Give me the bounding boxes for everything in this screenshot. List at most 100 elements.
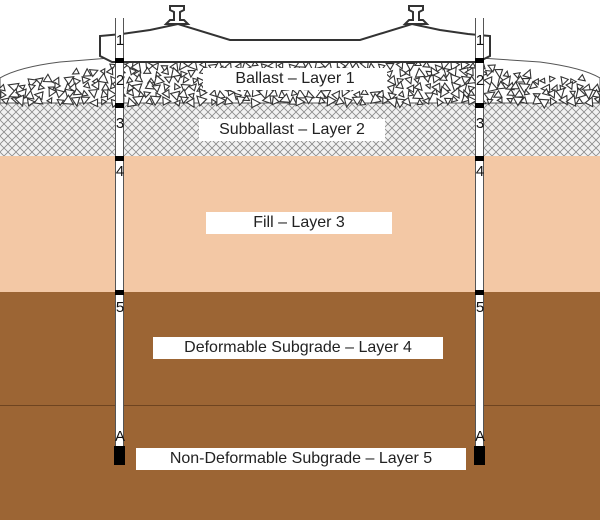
ballast-stone — [243, 89, 252, 97]
ballast-stone — [110, 75, 119, 86]
ballast-stone — [149, 95, 162, 107]
ballast-stone — [584, 95, 594, 108]
ballast-stone — [532, 77, 539, 86]
ballast-stone — [496, 96, 503, 104]
right-point-4: 4 — [475, 163, 485, 180]
ballast-stone — [82, 81, 91, 89]
ballast-stone — [467, 95, 478, 106]
ballast-stone — [405, 84, 415, 94]
ballast-stone — [27, 83, 37, 92]
ballast-stone — [521, 78, 531, 87]
ballast-stone — [42, 73, 53, 83]
ballast-stone — [443, 97, 453, 106]
ballast-stone — [271, 95, 280, 106]
right-point-a: A — [474, 428, 485, 445]
ballast-stone — [127, 96, 138, 108]
ballast-stone — [71, 67, 80, 75]
ballast-stone — [211, 98, 218, 107]
ballast-stone — [343, 96, 354, 109]
ballast-stone — [528, 80, 539, 90]
ballast-stone — [593, 96, 600, 104]
ballast-stone — [81, 75, 92, 85]
ballast-stone — [172, 74, 182, 84]
left-point-5: 5 — [115, 299, 125, 316]
ballast-stone — [450, 73, 462, 86]
ballast-stone — [414, 67, 427, 78]
ballast-stone — [143, 91, 152, 99]
left-point-4: 4 — [115, 163, 125, 180]
ballast-stone — [548, 75, 557, 83]
ballast-stone — [88, 69, 99, 78]
ballast-stone — [450, 86, 460, 100]
ballast-stone — [56, 98, 65, 107]
ballast-stone — [101, 98, 108, 106]
ballast-stone — [0, 90, 7, 99]
ballast-stone — [405, 62, 416, 72]
ballast-stone — [387, 92, 398, 101]
ballast-stone — [351, 96, 364, 106]
ballast-stone — [106, 88, 118, 101]
ballast-stone — [438, 73, 449, 82]
left-marker-4 — [115, 290, 124, 295]
ballast-stone — [105, 66, 114, 76]
ballast-stone — [521, 68, 532, 79]
ballast-stone — [196, 95, 208, 107]
ballast-stone — [439, 85, 450, 99]
ballast-stone — [128, 67, 138, 76]
ballast-stone — [288, 95, 298, 105]
ballast-stone — [359, 98, 367, 106]
ballast-stone — [434, 64, 444, 73]
ballast-stone — [500, 75, 512, 88]
ballast-stone — [502, 70, 510, 78]
ballast-stone — [334, 95, 345, 106]
ballast-stone — [487, 64, 496, 74]
ballast-stone — [196, 76, 207, 86]
ballast-stone — [582, 88, 594, 101]
ballast-stone — [198, 87, 208, 97]
ballast-stone — [432, 73, 442, 84]
ballast-stone — [467, 85, 476, 93]
ballast-stone — [278, 89, 287, 99]
right-point-3: 3 — [475, 115, 485, 132]
ballast-stone — [163, 76, 173, 84]
ballast-stone — [63, 76, 75, 86]
ballast-stone — [375, 89, 385, 100]
ballast-stone — [216, 95, 227, 107]
ballast-stone — [411, 88, 424, 100]
right-marker-2 — [475, 103, 484, 108]
left-anchor — [114, 446, 125, 465]
ballast-stone — [558, 94, 568, 106]
ballast-stone — [227, 89, 236, 97]
ballast-stone — [48, 87, 58, 98]
ballast-stone — [109, 63, 117, 71]
ballast-stone — [250, 97, 262, 109]
ballast-stone — [495, 80, 507, 90]
ballast-stone — [463, 66, 474, 77]
ballast-stone — [416, 98, 424, 106]
right-measurement-pipe — [475, 18, 484, 465]
ballast-stone — [397, 90, 405, 99]
ballast-stone — [466, 75, 477, 85]
ballast-stone — [160, 66, 170, 76]
ballast-stone — [519, 95, 528, 105]
ballast-stone — [394, 80, 405, 90]
ballast-stone — [209, 88, 217, 98]
ballast-stone — [26, 97, 36, 107]
ballast-stone — [577, 73, 587, 82]
ballast-stone — [326, 95, 338, 107]
ballast-stone — [331, 89, 341, 102]
ballast-stone — [192, 77, 200, 85]
ballast-stone — [424, 82, 432, 90]
ballast-stone — [487, 80, 499, 93]
ballast-stone — [178, 59, 189, 71]
ballast-stone — [460, 93, 471, 104]
right-marker-3 — [475, 156, 484, 161]
ballast-stone — [61, 94, 75, 105]
ballast-stone — [125, 88, 135, 97]
ballast-stone — [369, 92, 383, 105]
ballast-stone — [295, 88, 307, 99]
ballast-stone — [484, 69, 494, 78]
ballast-stone — [100, 89, 109, 99]
ballast-stone — [277, 61, 284, 70]
